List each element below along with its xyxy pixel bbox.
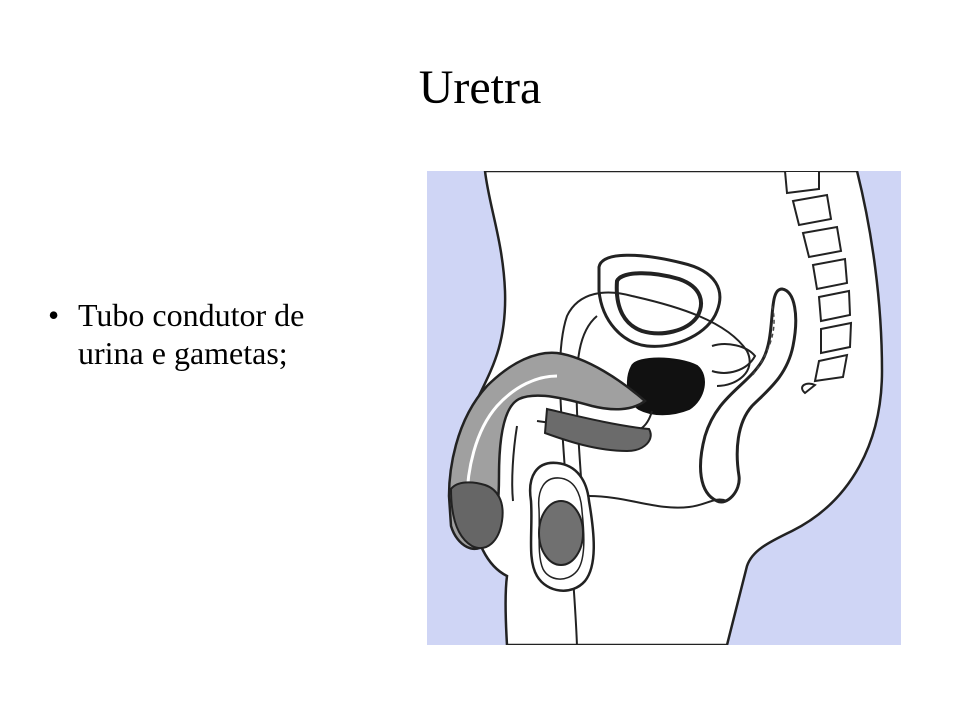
testis <box>538 500 584 566</box>
spine <box>783 171 853 383</box>
corpus-spongiosum <box>543 407 652 453</box>
slide-title: Uretra <box>418 61 542 114</box>
bullet-list: • Tubo condutor de urina e gametas; <box>48 296 378 372</box>
seminal-vesicle <box>711 343 757 374</box>
rectum-inner-line <box>751 305 775 377</box>
bullet-marker: • <box>48 297 60 333</box>
penis-inner-line <box>465 374 558 502</box>
glans <box>449 481 504 549</box>
anatomy-figure <box>427 171 901 645</box>
bullet-item: • Tubo condutor de urina e gametas; <box>48 296 378 372</box>
penis-base-line <box>511 425 518 502</box>
perineum-line <box>588 495 728 509</box>
scrotum-inner-wall <box>537 477 585 580</box>
bullet-text: Tubo condutor de urina e gametas; <box>78 297 305 371</box>
coccyx <box>801 382 817 395</box>
male-reproductive-system-sagittal-section-icon <box>427 171 901 645</box>
